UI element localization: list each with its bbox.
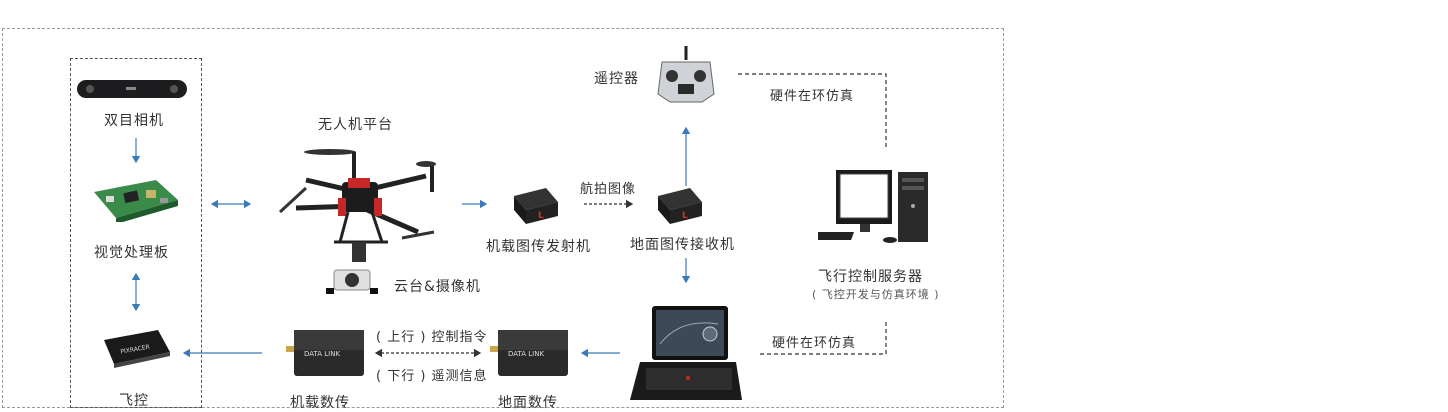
ground-datalink-text: DATA LINK: [508, 350, 544, 358]
drone-icon: [278, 149, 436, 262]
svg-text:L: L: [538, 211, 544, 221]
flight-controller-icon: PIXRACER: [104, 330, 170, 368]
uav-platform-label: 无人机平台: [318, 117, 393, 133]
hil-bottom-label: 硬件在环仿真: [772, 336, 857, 351]
ground-datalink-label: 地面数传: [498, 395, 558, 411]
ground-rx-label: 地面图传接收机: [630, 237, 735, 253]
server-computer-icon: [818, 170, 928, 243]
hil-top-label: 硬件在环仿真: [770, 89, 855, 104]
onboard-datalink-label: 机载数传: [290, 395, 350, 411]
stereo-camera-icon: [77, 80, 187, 98]
gimbal-camera-icon: [326, 269, 378, 294]
image-tx-icon: L: [514, 188, 558, 224]
rc-label: 遥控器: [594, 71, 639, 87]
aerial-image-label: 航拍图像: [580, 182, 637, 197]
connections: [131, 73, 887, 358]
link-laptop-server: [760, 320, 887, 355]
server-sublabel: ( 飞控开发与仿真环境 ): [812, 288, 940, 301]
image-rx-icon: L: [658, 188, 702, 224]
vision-board-label: 视觉处理板: [94, 245, 169, 261]
laptop-icon: [630, 306, 742, 400]
svg-text:L: L: [682, 211, 688, 221]
onboard-datalink-icon: DATA LINK: [286, 330, 364, 376]
vision-board-icon: [94, 180, 178, 222]
gimbal-camera-label: 云台&摄像机: [394, 279, 481, 295]
downlink-label: ( 下行 ) 遥测信息: [376, 369, 488, 384]
flight-controller-label: 飞控: [119, 393, 149, 409]
uplink-label: ( 上行 ) 控制指令: [376, 330, 488, 345]
ground-datalink-icon: DATA LINK: [490, 330, 568, 376]
remote-controller-icon: [657, 46, 715, 103]
stereo-camera-label: 双目相机: [104, 113, 164, 129]
server-label: 飞行控制服务器: [818, 269, 923, 285]
onboard-tx-label: 机载图传发射机: [486, 239, 591, 255]
onboard-datalink-text: DATA LINK: [304, 350, 340, 358]
link-rc-server: [738, 73, 887, 150]
